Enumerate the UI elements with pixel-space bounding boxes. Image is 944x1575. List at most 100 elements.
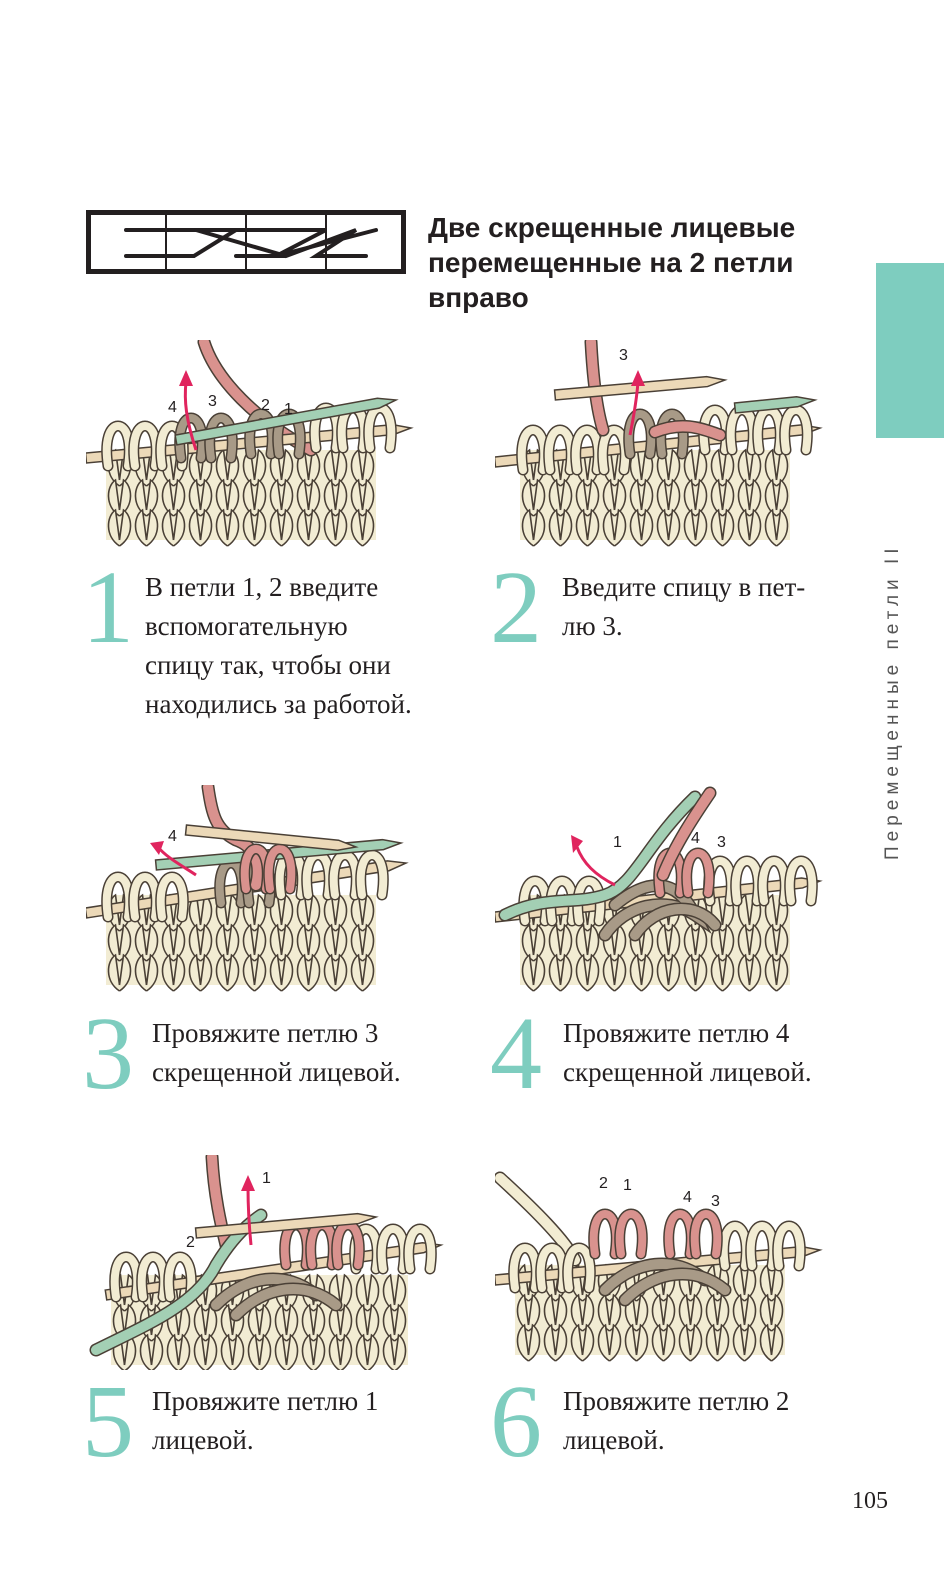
- crossed-stitch-2: [620, 1269, 730, 1305]
- stitch-left-leg: [323, 953, 337, 992]
- step-text-line: спицу так, чтобы они: [145, 650, 391, 680]
- stitch-number-label: 1: [613, 834, 622, 851]
- stitch-right-leg: [339, 1333, 353, 1370]
- direction-arrow-head: [631, 370, 645, 386]
- stitch-number-label: 4: [168, 828, 177, 845]
- stitch-right-leg: [172, 508, 186, 547]
- step-text-line: Провяжите петлю 2: [563, 1386, 790, 1416]
- step-2-text: Введите спицу в пет- лю 3.: [562, 568, 805, 646]
- right-needle: [194, 1212, 379, 1239]
- stitch-right-leg: [559, 508, 573, 547]
- step-text-line: лицевой.: [152, 1425, 254, 1455]
- stitch-right-leg: [231, 1333, 245, 1370]
- crossed-stitch-2: [231, 1284, 341, 1320]
- stitch-number-label: 3: [717, 834, 726, 851]
- stitch-number-label: 1: [623, 1177, 632, 1194]
- step-4-text: Провяжите петлю 4 скрещенной лицевой.: [563, 1014, 812, 1092]
- stitch-number-label: 2: [599, 1175, 608, 1192]
- stitch-left-leg: [602, 508, 616, 547]
- stitch-loop: [780, 405, 812, 454]
- stitch-left-leg: [323, 508, 337, 547]
- stitch-loop: [682, 848, 714, 897]
- stitch-right-leg: [258, 1333, 272, 1370]
- step-text-line: лицевой.: [563, 1425, 665, 1455]
- stitch-left-leg: [107, 953, 121, 992]
- stitch-right-leg: [312, 1333, 326, 1370]
- stitch-right-leg: [334, 508, 348, 547]
- step-3-number: 3: [82, 996, 134, 1111]
- cable-needle: [733, 396, 818, 414]
- stitch-right-leg: [608, 1323, 622, 1362]
- page-number: 105: [852, 1488, 888, 1514]
- title-line: вправо: [428, 282, 529, 313]
- stitch-left-leg: [548, 953, 562, 992]
- stitch-right-leg: [667, 508, 681, 547]
- stitch-right-leg: [532, 508, 546, 547]
- stitch-left-leg: [548, 508, 562, 547]
- working-yarn: [658, 788, 715, 880]
- stitch-right-leg: [361, 953, 375, 992]
- cable-chart-symbol: [86, 210, 406, 274]
- stitch-left-leg: [705, 1323, 719, 1362]
- stitch-left-leg: [759, 1323, 773, 1362]
- stitch-left-leg: [350, 508, 364, 547]
- stitch-left-leg: [651, 1323, 665, 1362]
- stitch-right-leg: [667, 953, 681, 992]
- stitch-loop: [356, 850, 388, 899]
- stitch-loop: [785, 856, 817, 905]
- stitch-left-leg: [683, 953, 697, 992]
- stitch-right-leg: [554, 1323, 568, 1362]
- stitch-number-label: 3: [208, 393, 217, 410]
- stitch-right-leg: [118, 953, 132, 992]
- direction-arrow-head: [241, 1175, 255, 1191]
- needle-body: [553, 375, 728, 401]
- step-text-line: Провяжите петлю 4: [563, 1018, 790, 1048]
- stitch-right-leg: [527, 1323, 541, 1362]
- stitch-loop: [589, 1209, 621, 1258]
- step-5-number: 5: [82, 1364, 134, 1479]
- stitch-left-leg: [188, 508, 202, 547]
- stitch-loop: [156, 872, 188, 921]
- stitch-right-leg: [334, 953, 348, 992]
- stitch-left-leg: [134, 953, 148, 992]
- working-yarn: [207, 1155, 231, 1250]
- stitch-right-leg: [721, 953, 735, 992]
- stitch-loop: [164, 1252, 196, 1301]
- stitch-left-leg: [624, 1323, 638, 1362]
- needle-body: [194, 1212, 379, 1239]
- stitch-right-leg: [361, 508, 375, 547]
- stitch-left-leg: [575, 953, 589, 992]
- knit-fabric: [106, 448, 376, 547]
- stitch-left-leg: [188, 953, 202, 992]
- stitch-right-leg: [204, 1333, 218, 1370]
- stitch-loop: [615, 1209, 647, 1258]
- stitch-right-leg: [280, 953, 294, 992]
- step-2-number: 2: [490, 550, 542, 665]
- stitch-right-leg: [145, 953, 159, 992]
- stitch-right-leg: [253, 953, 267, 992]
- stitch-left-leg: [350, 953, 364, 992]
- stitch-right-leg: [145, 508, 159, 547]
- stitch-left-leg: [166, 1333, 180, 1370]
- needle-body: [733, 396, 818, 414]
- stitch-right-leg: [694, 508, 708, 547]
- direction-arrow-head: [571, 835, 583, 853]
- stitch-loop: [280, 1220, 312, 1269]
- knit-fabric: [520, 448, 790, 547]
- stitch-number-label: 1: [262, 1170, 271, 1187]
- stitch-right-leg: [150, 1333, 164, 1370]
- stitch-right-leg: [199, 508, 213, 547]
- stitch-left-leg: [678, 1323, 692, 1362]
- step-1-text: В петли 1, 2 введите вспомогательную спи…: [145, 568, 412, 724]
- right-needle: [184, 824, 359, 851]
- stitch-right-leg: [613, 953, 627, 992]
- stitch-left-leg: [242, 953, 256, 992]
- stitch-right-leg: [775, 508, 789, 547]
- stitch-number-label: 3: [619, 347, 628, 364]
- stitch-left-leg: [597, 1323, 611, 1362]
- stitch-right-leg: [177, 1333, 191, 1370]
- stitch-right-leg: [118, 508, 132, 547]
- stitch-left-leg: [296, 508, 310, 547]
- stitch-right-leg: [662, 1323, 676, 1362]
- working-yarn: [495, 1173, 580, 1265]
